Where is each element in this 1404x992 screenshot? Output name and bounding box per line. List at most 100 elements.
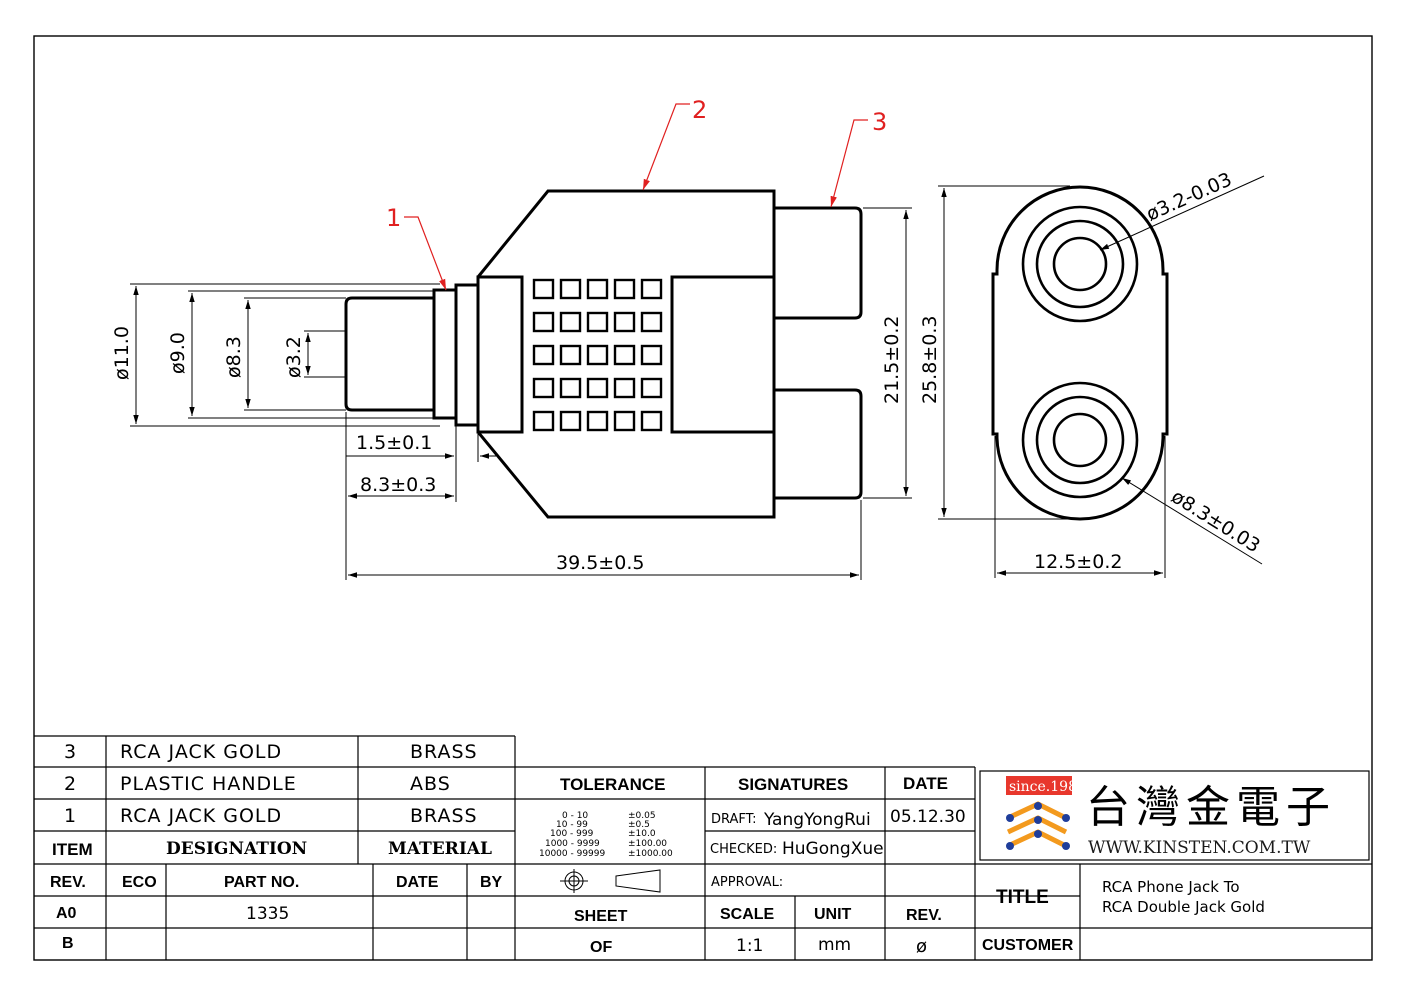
- logo-mark-icon: [1006, 801, 1070, 850]
- rev-header: REV.: [50, 874, 86, 891]
- front-dimension-lines: [994, 175, 1265, 578]
- grip-square: [640, 377, 663, 399]
- grip-square: [586, 278, 609, 300]
- rev-value: B: [62, 935, 74, 952]
- company-name: 台灣金電子: [1086, 782, 1336, 833]
- grip-square: [640, 344, 663, 366]
- dim-len15: 1.5±0.1: [356, 432, 432, 454]
- grip-square: [532, 410, 555, 432]
- company-logo: since.1980 台灣金電子 WWW.KINSTEN.COM.TW: [1006, 776, 1336, 858]
- tolerance-title: TOLERANCE: [560, 775, 665, 794]
- bom-material: ABS: [410, 773, 451, 795]
- grip-square: [586, 311, 609, 333]
- grip-square: [613, 410, 636, 432]
- dim-d32: ø3.2: [283, 336, 305, 378]
- callout-3: 3: [872, 108, 887, 136]
- dim-d11: ø11.0: [111, 326, 133, 380]
- tol-range: 1000 - 9999: [545, 839, 600, 849]
- title-label: TITLE: [996, 887, 1049, 908]
- tol-range: 10000 - 99999: [539, 849, 606, 859]
- draft-name: YangYongRui: [763, 810, 871, 830]
- unit-label: UNIT: [814, 906, 852, 923]
- grip-square: [586, 344, 609, 366]
- dim-hole32: ø3.2-0.03: [1143, 168, 1235, 225]
- grip-square: [640, 311, 663, 333]
- tol-range: 100 - 999: [550, 829, 594, 839]
- grip-square: [613, 377, 636, 399]
- bom-item: 2: [64, 773, 77, 795]
- date-header: DATE: [396, 874, 439, 891]
- grip-square: [559, 377, 582, 399]
- bom-material: BRASS: [410, 805, 478, 827]
- part-value: 1335: [246, 904, 289, 924]
- scale-value: 1:1: [736, 936, 763, 956]
- sheet-border: [33, 35, 1373, 961]
- dim-h215: 21.5±0.2: [881, 316, 903, 404]
- unit-value: mm: [818, 935, 851, 955]
- grip-square: [613, 311, 636, 333]
- rev-value: A0: [56, 905, 77, 922]
- signatures-block: SIGNATURES DATE DRAFT: YangYongRui 05.12…: [710, 774, 966, 890]
- grip-square: [613, 278, 636, 300]
- bom-item: 3: [64, 741, 77, 763]
- tol-value: ±10.0: [628, 829, 656, 839]
- company-url: WWW.KINSTEN.COM.TW: [1088, 838, 1311, 858]
- callout-leaders: [404, 103, 868, 291]
- dim-w125: 12.5±0.2: [1034, 551, 1122, 573]
- grip-square: [532, 344, 555, 366]
- tol-range: 0 - 10: [562, 811, 588, 821]
- since-text: since.1980: [1009, 779, 1086, 795]
- since-badge: [1006, 776, 1072, 795]
- checked-name: HuGongXue: [782, 839, 884, 859]
- of-label: OF: [590, 939, 612, 956]
- grip-square: [613, 344, 636, 366]
- grip-square: [559, 410, 582, 432]
- grip-square: [586, 377, 609, 399]
- grip-square: [586, 410, 609, 432]
- dim-d83: ø8.3: [223, 336, 245, 378]
- revision-table: REV. ECO PART NO. DATE BY A0 1335 B: [50, 874, 503, 952]
- tol-value: ±0.5: [628, 820, 650, 830]
- bom-item: 1: [64, 805, 77, 827]
- dim-len83: 8.3±0.3: [360, 474, 436, 496]
- customer-label: CUSTOMER: [982, 937, 1074, 954]
- part-header: PART NO.: [224, 874, 299, 891]
- bom-designation: RCA JACK GOLD: [120, 741, 282, 763]
- tol-value: ±0.05: [628, 811, 656, 821]
- grip-square: [559, 311, 582, 333]
- title-block-lines: [34, 735, 1372, 960]
- grip-square: [640, 410, 663, 432]
- bom-material: BRASS: [410, 741, 478, 763]
- bom-designation: RCA JACK GOLD: [120, 805, 282, 827]
- grip-square: [559, 344, 582, 366]
- dim-d9: ø9.0: [167, 332, 189, 374]
- scale-label: SCALE: [720, 906, 775, 923]
- footer-block: SHEET OF SCALE 1:1 UNIT mm REV. ø TITLE …: [574, 878, 1265, 957]
- grip-square: [532, 278, 555, 300]
- draft-date: 05.12.30: [890, 807, 966, 827]
- draft-label: DRAFT:: [711, 812, 757, 827]
- sheet-label: SHEET: [574, 908, 628, 925]
- bom-header-item: ITEM: [52, 840, 93, 859]
- side-view: [344, 189, 863, 519]
- dim-len395: 39.5±0.5: [556, 552, 644, 574]
- title-line2: RCA Double Jack Gold: [1102, 898, 1265, 916]
- grip-pattern: [532, 278, 663, 432]
- by-header: BY: [480, 874, 503, 891]
- side-dimension-labels: ø11.0 ø9.0 ø8.3 ø3.2 1.5±0.1 8.3±0.3 39.…: [111, 316, 1122, 574]
- side-dimension-lines: [130, 185, 1070, 580]
- rev-value-footer: ø: [916, 936, 927, 957]
- date-title: DATE: [903, 774, 948, 793]
- eco-header: ECO: [122, 874, 157, 891]
- dim-h258: 25.8±0.3: [919, 316, 941, 404]
- callout-numbers: 1 2 3: [386, 96, 887, 232]
- grip-square: [559, 278, 582, 300]
- bom-headers: ITEM DESIGNATION MATERIAL: [52, 839, 492, 859]
- front-dimension-labels: ø3.2-0.03 ø8.3±0.03: [1143, 168, 1264, 557]
- tol-range: 10 - 99: [556, 820, 588, 830]
- grip-square: [532, 311, 555, 333]
- tol-value: ±100.00: [628, 839, 667, 849]
- bom-header-designation: DESIGNATION: [166, 839, 307, 859]
- grip-square: [532, 377, 555, 399]
